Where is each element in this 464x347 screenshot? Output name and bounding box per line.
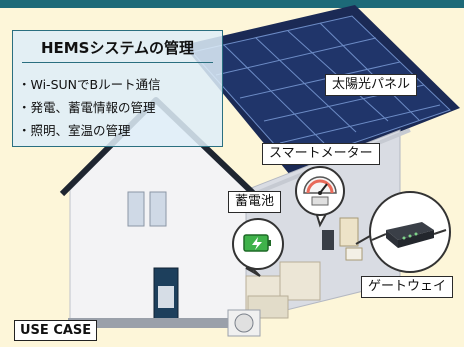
gateway-callout (355, 191, 451, 273)
storage-battery-label: 蓄電池 (228, 191, 282, 213)
upper-window-left (127, 191, 145, 227)
hems-divider (22, 62, 213, 63)
power-conditioner (339, 217, 359, 247)
router-icon (386, 222, 434, 240)
upper-window-right (149, 191, 167, 227)
meter-callout (295, 166, 345, 228)
battery-unit-2 (279, 261, 321, 301)
hems-info-panel (12, 30, 223, 147)
breaker-box (345, 247, 363, 261)
ac-fan (234, 313, 254, 333)
meter-box (322, 230, 334, 250)
gateway-label: ゲートウェイ (361, 276, 454, 298)
battery-callout (232, 218, 284, 277)
gauge-icon (303, 176, 337, 194)
hems-item-wisun: ・Wi-SUNでBルート通信 (18, 77, 161, 92)
hems-title: HEMSシステムの管理 (40, 39, 195, 57)
smart-meter-label: スマートメーター (262, 143, 380, 165)
top-accent-bar (0, 0, 464, 8)
hems-item-power: ・発電、蓄電情報の管理 (18, 100, 156, 115)
use-case-tag: USE CASE (14, 320, 98, 341)
foundation (68, 318, 248, 328)
solar-panel-label: 太陽光パネル (325, 74, 418, 96)
hems-item-lighting: ・照明、室温の管理 (18, 123, 131, 138)
door-window (158, 286, 174, 308)
lightning-icon (252, 237, 262, 250)
solar-panel-array (191, 15, 451, 165)
